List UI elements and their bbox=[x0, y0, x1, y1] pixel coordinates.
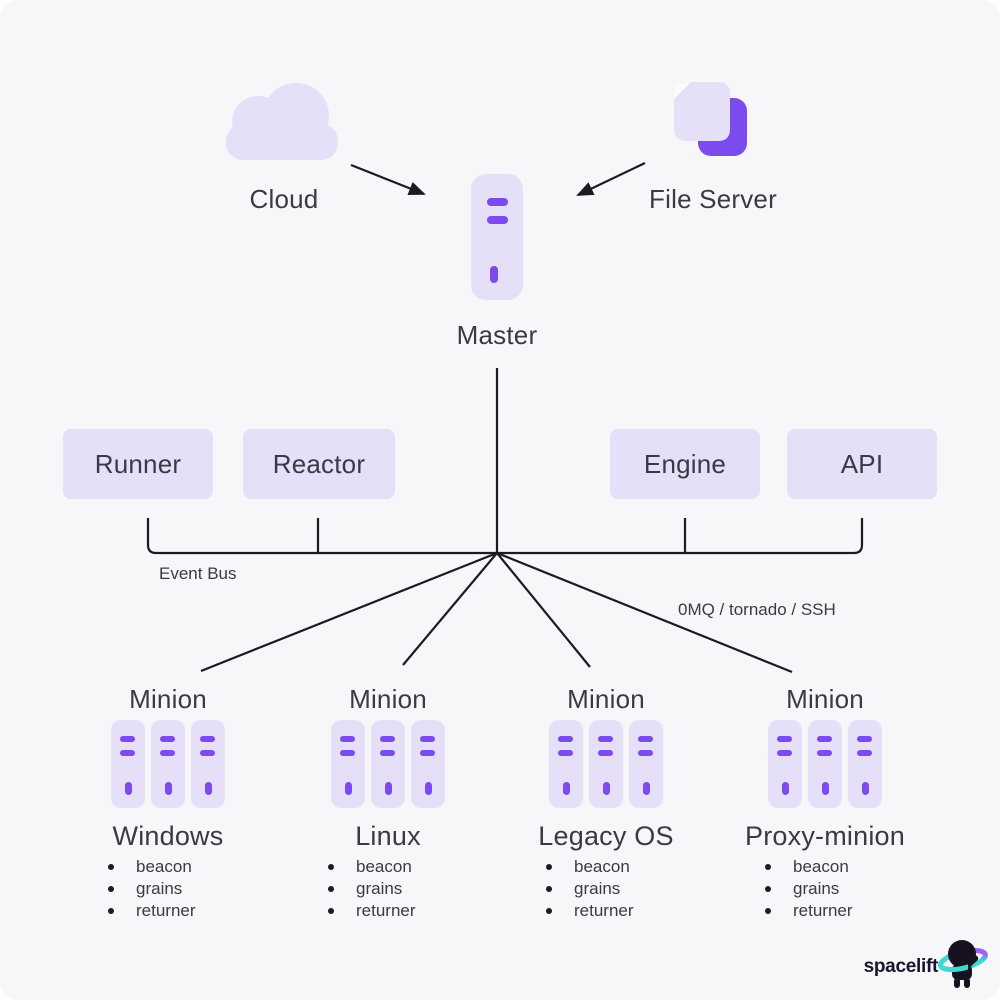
feature-list: beacon grains returner bbox=[544, 856, 668, 922]
bus-to-windows-line bbox=[200, 551, 498, 673]
os-label: Windows bbox=[112, 821, 224, 851]
server-tower-icon bbox=[371, 720, 405, 808]
minion-heading: Minion bbox=[567, 684, 645, 714]
minion-group-legacy-os: Minion Legacy OS beacon grains returner bbox=[496, 684, 716, 922]
master-label: Master bbox=[456, 320, 538, 350]
os-label: Linux bbox=[355, 821, 421, 851]
server-tower-icon bbox=[411, 720, 445, 808]
feature-item: returner bbox=[326, 900, 450, 922]
protocol-label: 0MQ / tornado / SSH bbox=[678, 600, 836, 619]
module-box-api: API bbox=[787, 429, 937, 499]
minion-servers bbox=[549, 720, 663, 808]
server-led-bar bbox=[487, 216, 508, 224]
server-tower-icon bbox=[331, 720, 365, 808]
cloud-label: Cloud bbox=[249, 184, 319, 214]
minion-heading: Minion bbox=[129, 684, 207, 714]
minion-group-linux: Minion Linux beacon grains returner bbox=[278, 684, 498, 922]
file-server-label: File Server bbox=[649, 184, 777, 214]
server-tower-icon bbox=[191, 720, 225, 808]
master-server-icon bbox=[471, 174, 523, 300]
feature-item: grains bbox=[763, 878, 887, 900]
feature-item: returner bbox=[544, 900, 668, 922]
feature-list: beacon grains returner bbox=[763, 856, 887, 922]
feature-item: returner bbox=[763, 900, 887, 922]
feature-item: beacon bbox=[326, 856, 450, 878]
event-bus-label: Event Bus bbox=[159, 564, 237, 583]
feature-item: grains bbox=[544, 878, 668, 900]
module-box-engine: Engine bbox=[610, 429, 760, 499]
minion-servers bbox=[111, 720, 225, 808]
feature-item: returner bbox=[106, 900, 230, 922]
server-tower-icon bbox=[848, 720, 882, 808]
server-tower-icon bbox=[111, 720, 145, 808]
module-box-reactor: Reactor bbox=[243, 429, 395, 499]
server-tower-icon bbox=[808, 720, 842, 808]
feature-item: beacon bbox=[763, 856, 887, 878]
cloud-to-master-arrow bbox=[350, 163, 426, 196]
files-icon bbox=[674, 82, 747, 156]
server-tower-icon bbox=[768, 720, 802, 808]
minion-heading: Minion bbox=[786, 684, 864, 714]
minion-servers bbox=[331, 720, 445, 808]
minion-heading: Minion bbox=[349, 684, 427, 714]
minion-group-windows: Minion Windows beacon grains returner bbox=[58, 684, 278, 922]
cloud-icon bbox=[226, 83, 338, 160]
bus-to-legacy-line bbox=[496, 552, 591, 668]
server-tower-icon bbox=[589, 720, 623, 808]
feature-item: beacon bbox=[106, 856, 230, 878]
feature-item: grains bbox=[326, 878, 450, 900]
server-tower-icon bbox=[629, 720, 663, 808]
os-label: Proxy-minion bbox=[745, 821, 905, 851]
module-box-runner: Runner bbox=[63, 429, 213, 499]
spacelift-logo: spacelift bbox=[864, 936, 988, 990]
bus-to-linux-line bbox=[402, 552, 498, 666]
server-power-light bbox=[490, 266, 498, 283]
server-tower-icon bbox=[151, 720, 185, 808]
logo-text: spacelift bbox=[863, 956, 939, 977]
feature-item: beacon bbox=[544, 856, 668, 878]
server-led-bar bbox=[487, 198, 508, 206]
astronaut-icon bbox=[938, 940, 988, 988]
server-tower-icon bbox=[549, 720, 583, 808]
event-bus-line bbox=[146, 518, 864, 555]
minion-servers bbox=[768, 720, 882, 808]
feature-item: grains bbox=[106, 878, 230, 900]
os-label: Legacy OS bbox=[538, 821, 674, 851]
feature-list: beacon grains returner bbox=[106, 856, 230, 922]
feature-list: beacon grains returner bbox=[326, 856, 450, 922]
minion-group-proxy-minion: Minion Proxy-minion beacon grains return… bbox=[715, 684, 935, 922]
